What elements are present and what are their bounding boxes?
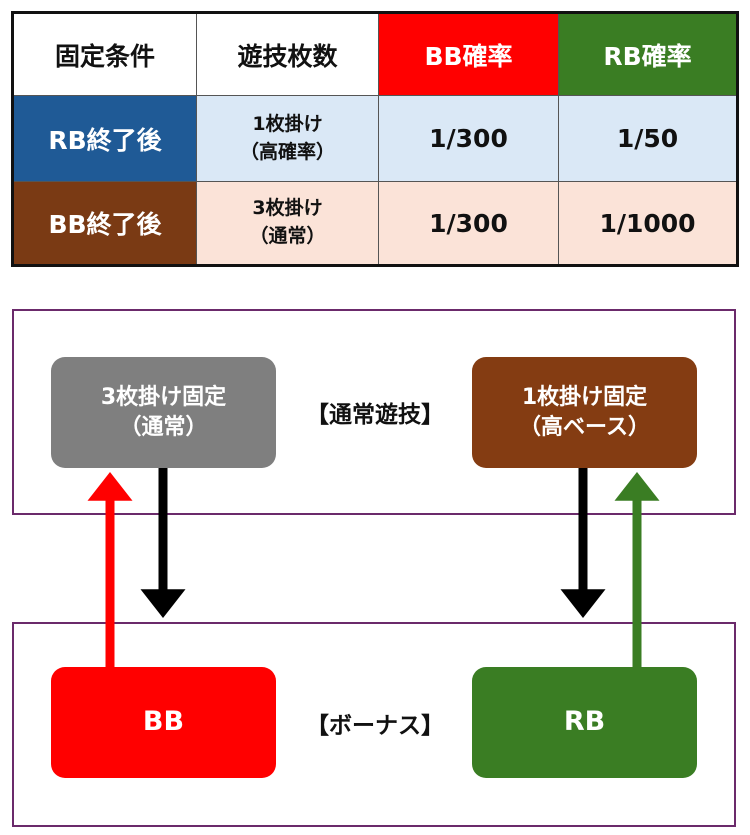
- row-bb-after-condition: BB終了後: [14, 182, 197, 264]
- header-rb-probability: RB確率: [559, 14, 736, 96]
- probability-table: 固定条件 遊技枚数 BB確率 RB確率 RB終了後 1枚掛け （高確率） 1/3…: [11, 11, 739, 267]
- row-bb-after-count: 3枚掛け （通常）: [197, 182, 379, 264]
- bb-box: BB: [51, 667, 276, 778]
- count-line2: （通常）: [249, 225, 326, 247]
- header-condition: 固定条件: [14, 14, 197, 96]
- rb-box: RB: [472, 667, 697, 778]
- box-line1: 1枚掛け固定: [521, 384, 648, 410]
- row-bb-after-bb: 1/300: [379, 182, 559, 264]
- header-play-count: 遊技枚数: [197, 14, 379, 96]
- count-line1: 3枚掛け: [252, 197, 323, 220]
- normal-play-label: 【通常遊技】: [306, 402, 444, 428]
- fixed-1bet-box: 1枚掛け固定 （高ベース）: [472, 357, 697, 468]
- row-rb-after-rb: 1/50: [559, 96, 736, 182]
- box-line2: （高ベース）: [519, 414, 650, 440]
- box-line2: （通常）: [119, 414, 208, 440]
- row-bb-after-rb: 1/1000: [559, 182, 736, 264]
- bonus-frame: [12, 622, 736, 827]
- row-rb-after-count: 1枚掛け （高確率）: [197, 96, 379, 182]
- box-line1: 3枚掛け固定: [100, 384, 227, 410]
- count-line1: 1枚掛け: [252, 112, 323, 135]
- fixed-3bet-box: 3枚掛け固定 （通常）: [51, 357, 276, 468]
- header-bb-probability: BB確率: [379, 14, 559, 96]
- row-rb-after-condition: RB終了後: [14, 96, 197, 182]
- normal-play-frame: [12, 309, 736, 515]
- bonus-label: 【ボーナス】: [306, 713, 444, 739]
- row-rb-after-bb: 1/300: [379, 96, 559, 182]
- count-line2: （高確率）: [239, 140, 335, 163]
